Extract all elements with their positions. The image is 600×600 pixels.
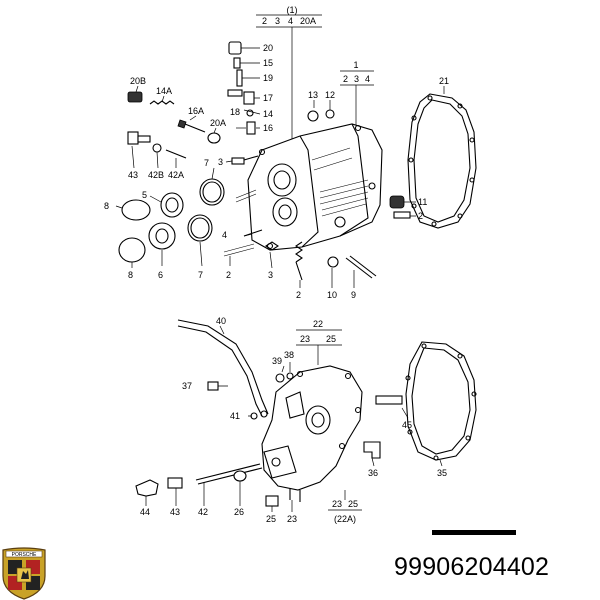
- header-item: 4: [365, 74, 370, 84]
- callout-label: 43: [170, 507, 180, 517]
- callout-label: 36: [368, 468, 378, 478]
- callout-label: 42: [198, 507, 208, 517]
- callout-label: 20: [263, 43, 273, 53]
- callout-label: 13: [308, 90, 318, 100]
- callout-label: 2: [226, 270, 231, 280]
- upper-small-parts: [118, 41, 411, 281]
- callout-label: 10: [327, 290, 337, 300]
- callout-label: 40: [216, 316, 226, 326]
- callout-label: 43: [128, 170, 138, 180]
- callout-label: 20B: [130, 76, 146, 86]
- callout-label: 11: [418, 197, 427, 207]
- callout-label: 42B: [148, 170, 164, 180]
- porsche-crest-logo: PORSCHE: [2, 547, 46, 600]
- header-item: 3: [354, 74, 359, 84]
- callout-label: 3: [218, 157, 223, 167]
- upper-housing: [247, 123, 383, 251]
- gasket-35: [405, 341, 477, 461]
- callout-label: 23: [287, 514, 297, 524]
- header-item: 20A: [300, 16, 316, 26]
- callout-label: 4: [222, 230, 227, 240]
- header-group-label: (22A): [334, 514, 356, 524]
- callout-label: 42A: [168, 170, 184, 180]
- header-item: 25: [326, 334, 336, 344]
- callout-label: 14: [263, 109, 273, 119]
- header-item: 23: [300, 334, 310, 344]
- header-item: 3: [275, 16, 280, 26]
- callout-label: 20A: [210, 118, 226, 128]
- callout-label: 7: [204, 158, 209, 168]
- lower-small-parts: [135, 319, 403, 507]
- callout-label: 21: [439, 76, 449, 86]
- header-group-label: (1): [287, 5, 298, 15]
- callout-label: 18: [230, 107, 240, 117]
- callout-label: 19: [263, 73, 273, 83]
- header-item: 2: [343, 74, 348, 84]
- callout-label: 2: [418, 211, 423, 221]
- callout-label: 16A: [188, 106, 204, 116]
- callout-label: 26: [234, 507, 244, 517]
- right-header: 1 2 3 4: [340, 60, 374, 126]
- callout-label: 45: [402, 420, 412, 430]
- header-item: 23: [332, 499, 342, 509]
- callout-label: 37: [182, 381, 192, 391]
- leader-lines: [115, 47, 445, 512]
- lower-housing: [261, 365, 363, 502]
- header-item: 25: [348, 499, 358, 509]
- callout-label: 44: [140, 507, 150, 517]
- callout-labels: 20 15 19 17 18 14 16 20B 14A 16A 20A 43 …: [104, 43, 449, 524]
- callout-label: 6: [158, 270, 163, 280]
- catalog-stamp: [432, 530, 516, 535]
- header-item: 4: [288, 16, 293, 26]
- header-group-label: 22: [313, 319, 323, 329]
- callout-label: 9: [351, 290, 356, 300]
- callout-label: 16: [263, 123, 273, 133]
- callout-label: 25: [266, 514, 276, 524]
- callout-label: 5: [142, 190, 147, 200]
- top-header: (1) 2 3 4 20A: [256, 5, 322, 142]
- callout-label: 12: [325, 90, 335, 100]
- callout-label: 41: [230, 411, 240, 421]
- part-number: 99906204402: [394, 553, 550, 581]
- callout-label: 15: [263, 58, 273, 68]
- logo-text: PORSCHE: [12, 552, 37, 558]
- lower-header: 22 23 25: [296, 319, 342, 365]
- callout-label: 8: [128, 270, 133, 280]
- callout-label: 38: [284, 350, 294, 360]
- callout-label: 14A: [156, 86, 172, 96]
- header-item: 2: [262, 16, 267, 26]
- header-group-label: 1: [353, 60, 358, 70]
- callout-label: 35: [437, 468, 447, 478]
- gasket-21: [407, 93, 477, 229]
- callout-label: 2: [296, 290, 301, 300]
- callout-label: 17: [263, 93, 273, 103]
- bottom-header: 23 25 (22A): [328, 490, 362, 524]
- callout-label: 7: [198, 270, 203, 280]
- callout-label: 3: [268, 270, 273, 280]
- callout-label: 8: [104, 201, 109, 211]
- callout-label: 39: [272, 356, 282, 366]
